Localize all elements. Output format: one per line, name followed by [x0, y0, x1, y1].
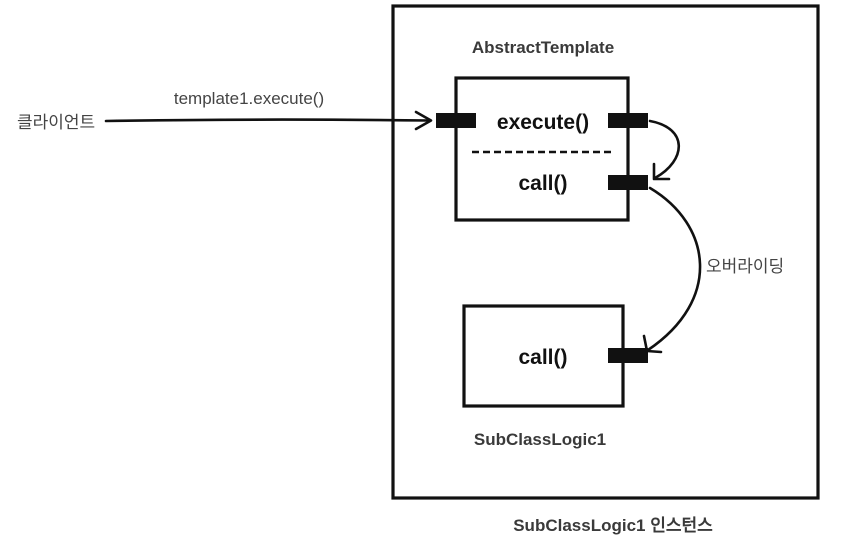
override-arrow — [642, 186, 702, 354]
instance-label: SubClassLogic1 인스턴스 — [513, 516, 713, 535]
subclass-call-port — [608, 348, 648, 363]
client-call-arrow — [104, 110, 433, 131]
abstract-call-method-label: call() — [518, 172, 567, 195]
abstract-call-port — [608, 175, 648, 190]
execute-call-label: template1.execute() — [174, 89, 324, 108]
subclass-title: SubClassLogic1 — [474, 430, 606, 449]
internal-call-arrow — [648, 119, 680, 181]
override-label: 오버라이딩 — [706, 257, 784, 276]
subclass-call-method-label: call() — [518, 346, 567, 369]
client-label: 클라이언트 — [17, 113, 95, 132]
abstract-template-title: AbstractTemplate — [472, 38, 614, 57]
execute-input-port — [436, 113, 476, 128]
instance-box — [391, 4, 820, 500]
abstract-template-box — [454, 76, 630, 222]
execute-method-label: execute() — [497, 111, 589, 134]
execute-output-port — [608, 113, 648, 128]
